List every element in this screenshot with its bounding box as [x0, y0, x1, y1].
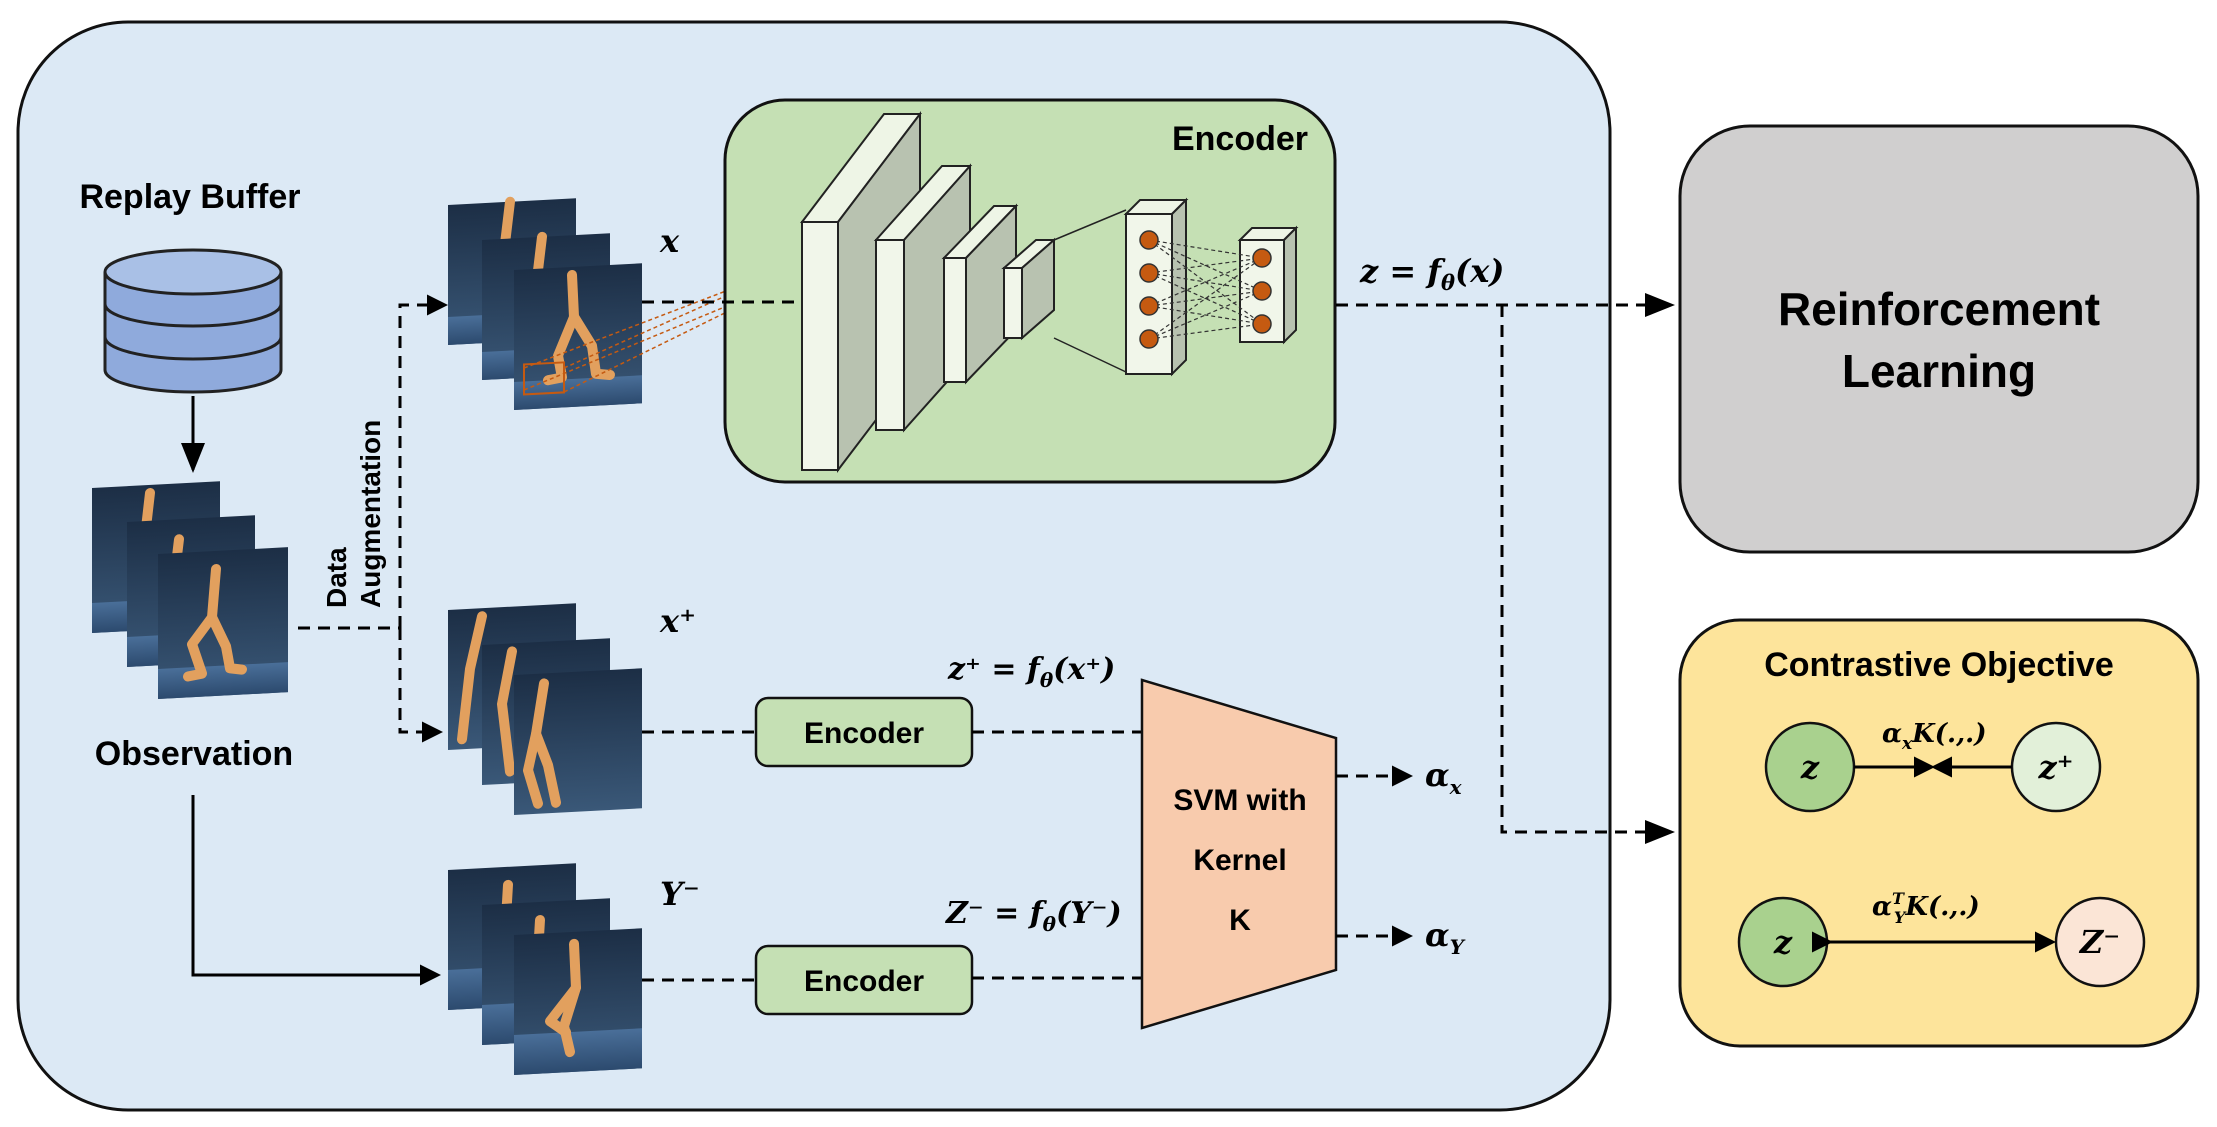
augment-branch-down — [398, 628, 443, 743]
node-zplus-label: z⁺ — [2037, 748, 2073, 786]
rl-label-line2: Learning — [1842, 345, 2036, 397]
zminus-equation: Z⁻ = fθ(Y⁻) — [945, 896, 1122, 936]
svm-block — [1140, 678, 1338, 1030]
negative-encoder-label: Encoder — [804, 965, 924, 998]
data-augmentation-label: Data Augmentation — [321, 420, 386, 608]
obs-to-negative-arrow — [191, 795, 441, 986]
dense-connections — [1148, 239, 1263, 340]
negative-frames — [448, 863, 642, 1075]
encoder-panel-title: Encoder — [1172, 120, 1308, 158]
contrastive-title: Contrastive Objective — [1764, 646, 2114, 684]
anchor-frames — [448, 196, 642, 410]
node-zminus-label: Z⁻ — [2078, 923, 2120, 961]
replay-buffer-label: Replay Buffer — [79, 178, 300, 216]
cnn-layers — [799, 111, 1057, 473]
neuron-nodes — [1139, 230, 1272, 349]
reinforcement-learning-panel — [1678, 124, 2200, 554]
dense-layer-1 — [1123, 197, 1189, 377]
negative-encoder-box — [754, 944, 974, 1016]
svg-text:Augmentation: Augmentation — [355, 420, 386, 608]
observation-frames — [92, 481, 288, 699]
node-zminus — [2054, 896, 2146, 988]
zplus-equation: z⁺ = fθ(x⁺) — [947, 652, 1115, 692]
y-minus-label: Y⁻ — [660, 875, 700, 913]
svm-label-line2: Kernel — [1193, 844, 1286, 877]
svm-label-line3: K — [1229, 904, 1251, 937]
positive-encoder-label: Encoder — [804, 717, 924, 750]
node-z-positive-label: z — [1800, 748, 1820, 786]
alpha-y-label: αY — [1425, 916, 1466, 959]
database-icon — [103, 248, 283, 394]
rl-label-line1: Reinforcement — [1778, 283, 2100, 335]
svg-text:Data: Data — [321, 547, 352, 608]
kernel-positive-label: αxK(.,.) — [1882, 719, 1987, 754]
observation-label: Observation — [95, 735, 293, 773]
svm-label-line1: SVM with — [1173, 784, 1306, 817]
augment-branch-up — [398, 294, 448, 628]
z-to-contrastive-arrow — [1500, 305, 1675, 844]
z-equation: z = fθ(x) — [1359, 252, 1504, 295]
alpha-x-label: αx — [1425, 756, 1463, 799]
positive-frames — [448, 603, 642, 815]
conv-to-dense-lines — [1053, 209, 1127, 373]
x-plus-label: x⁺ — [659, 602, 696, 640]
node-z-negative-label: z — [1773, 923, 1793, 961]
x-label: x — [659, 222, 680, 260]
